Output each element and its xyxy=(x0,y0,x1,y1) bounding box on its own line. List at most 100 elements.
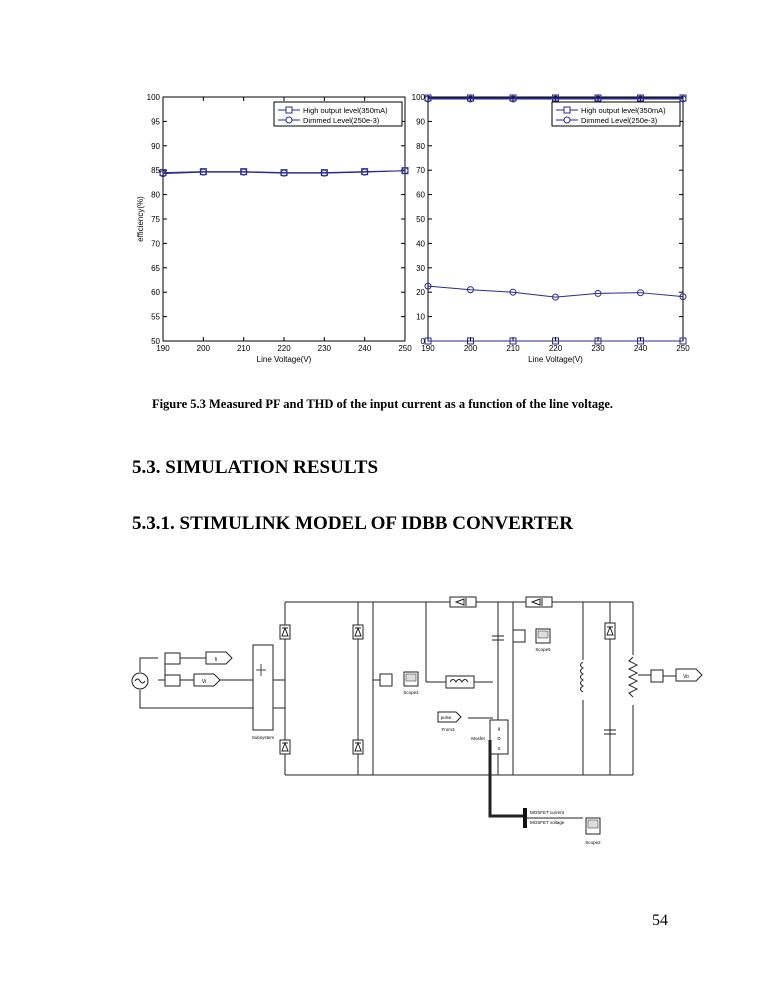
legend-marker xyxy=(563,116,571,124)
subsection-heading: 5.3.1. STIMULINK MODEL OF IDBB CONVERTER xyxy=(132,513,573,534)
scope5-label: Scope5 xyxy=(535,647,551,652)
plot-frame xyxy=(162,96,406,342)
data-point-circle xyxy=(240,168,248,176)
data-point-circle xyxy=(401,167,409,175)
legend-label: Dimmed Level(250e-3) xyxy=(303,116,380,125)
x-tick-label: 230 xyxy=(591,344,605,353)
data-point-circle xyxy=(637,289,644,297)
subsystem-label: Subsystem xyxy=(252,735,275,740)
data-point-square xyxy=(467,337,474,345)
x-axis-label: Line Voltage(V) xyxy=(257,355,312,364)
data-point-circle xyxy=(679,293,687,301)
legend-box xyxy=(551,101,681,127)
legend-label: High output level(350mA) xyxy=(581,106,666,115)
data-point-circle xyxy=(320,169,328,177)
from3-label: From3 xyxy=(441,727,454,732)
bridge-diodes xyxy=(279,624,364,755)
mosfet-block xyxy=(489,719,509,755)
simulink-circuit-diagram: Ii Vi Subsystem Scope4 Scope5 pulse From… xyxy=(131,596,703,845)
x-tick-label: 230 xyxy=(318,344,332,353)
data-point-square xyxy=(552,337,559,345)
svg-text:D: D xyxy=(497,736,501,741)
vo-label: Vo xyxy=(683,674,689,680)
data-point-circle xyxy=(467,286,474,294)
x-tick-label: 240 xyxy=(634,344,648,353)
y-axis-label: efficiency(%) xyxy=(136,196,145,242)
goto-vo xyxy=(675,668,703,682)
x-tick-label: 190 xyxy=(421,344,435,353)
y-tick-label: 70 xyxy=(416,166,425,175)
x-tick-label: 250 xyxy=(398,344,412,353)
data-point-circle xyxy=(467,95,474,103)
series-line xyxy=(162,170,406,175)
y-tick-label: 70 xyxy=(151,239,160,248)
y-tick-label: 65 xyxy=(151,264,160,273)
data-point-square xyxy=(637,337,644,345)
x-tick-label: 220 xyxy=(277,344,291,353)
y-tick-label: 85 xyxy=(151,166,160,175)
x-tick-label: 240 xyxy=(358,344,372,353)
vi-label: Vi xyxy=(202,679,206,685)
y-tick-label: 60 xyxy=(416,191,425,200)
x-tick-label: 220 xyxy=(549,344,563,353)
y-tick-label: 75 xyxy=(151,215,160,224)
scope2-label: Scope2 xyxy=(585,840,601,845)
legend-marker xyxy=(285,106,293,114)
data-point-circle xyxy=(199,168,207,176)
svg-text:g: g xyxy=(498,726,501,731)
x-tick-label: 250 xyxy=(676,344,690,353)
data-point-circle xyxy=(552,293,559,301)
data-point-circle xyxy=(509,288,517,296)
legend-box xyxy=(273,101,403,127)
data-point-square xyxy=(679,337,687,345)
section-heading: 5.3. SIMULATION RESULTS xyxy=(132,457,379,478)
voltage-meter xyxy=(164,674,181,687)
y-tick-label: 0 xyxy=(421,337,426,346)
current-meter xyxy=(164,652,181,665)
plot-frame xyxy=(427,96,684,342)
y-tick-label: 55 xyxy=(151,313,160,322)
y-tick-label: 100 xyxy=(412,93,426,102)
page-number: 54 xyxy=(652,912,668,929)
svg-text:S: S xyxy=(497,746,500,751)
y-tick-label: 20 xyxy=(416,288,425,297)
y-tick-label: 100 xyxy=(147,93,161,102)
mosfet-current-label: MOSFET current xyxy=(530,810,565,815)
subsystem-block xyxy=(252,644,274,731)
goto-vi xyxy=(193,673,221,687)
x-axis-label: Line Voltage(V) xyxy=(528,355,583,364)
legend-marker xyxy=(563,106,571,114)
y-tick-label: 80 xyxy=(151,191,160,200)
y-tick-label: 50 xyxy=(151,337,160,346)
figure-caption: Figure 5.3 Measured PF and THD of the in… xyxy=(151,397,614,411)
x-tick-label: 210 xyxy=(237,344,251,353)
data-point-square xyxy=(509,337,517,345)
pulse-label: pulse xyxy=(441,715,452,720)
data-point-circle xyxy=(509,95,517,103)
x-tick-label: 190 xyxy=(156,344,170,353)
y-tick-label: 50 xyxy=(416,215,425,224)
ii-label: Ii xyxy=(215,657,218,663)
scope4-label: Scope4 xyxy=(403,690,419,695)
mosfet-voltage-label: MOSFET voltage xyxy=(530,820,565,825)
y-tick-label: 90 xyxy=(151,142,160,151)
data-point-square xyxy=(594,337,602,345)
measurement-bus xyxy=(488,740,523,818)
series-line xyxy=(427,285,684,298)
goto-ii xyxy=(205,651,233,665)
y-tick-label: 80 xyxy=(416,142,425,151)
data-point-circle xyxy=(361,168,369,176)
x-tick-label: 200 xyxy=(197,344,211,353)
y-tick-label: 30 xyxy=(416,264,425,273)
y-tick-label: 60 xyxy=(151,288,160,297)
from3-pulse xyxy=(437,711,462,723)
y-tick-label: 95 xyxy=(151,117,160,126)
data-point-circle xyxy=(159,170,167,178)
data-point-circle xyxy=(594,289,602,297)
legend-marker xyxy=(285,116,293,124)
x-tick-label: 200 xyxy=(464,344,478,353)
data-point-circle xyxy=(424,95,432,103)
x-tick-label: 210 xyxy=(506,344,520,353)
y-tick-label: 40 xyxy=(416,239,425,248)
